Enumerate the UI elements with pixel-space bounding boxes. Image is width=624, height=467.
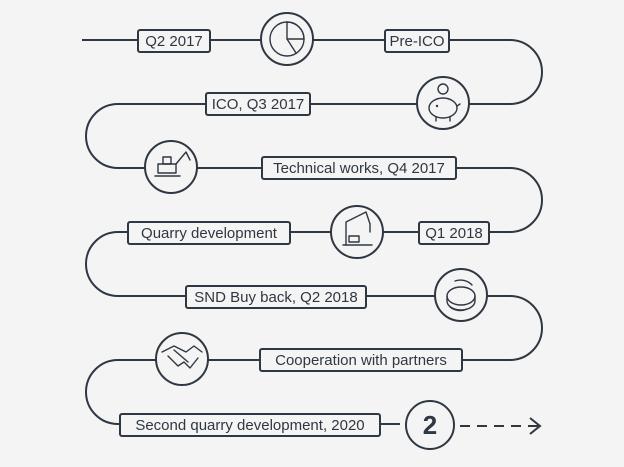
milestone-cooperation: Cooperation with partners bbox=[259, 348, 463, 372]
milestone-label: Technical works, Q4 2017 bbox=[273, 160, 445, 177]
final-marker: 2 bbox=[405, 400, 455, 450]
milestone-quarry-development: Quarry development bbox=[127, 221, 291, 245]
coin-exchange-icon bbox=[434, 268, 488, 322]
pie-chart-icon bbox=[260, 12, 314, 66]
milestone-pre-ico: Pre-ICO bbox=[384, 29, 450, 53]
milestone-label: ICO, Q3 2017 bbox=[212, 96, 305, 113]
milestone-q2-2017: Q2 2017 bbox=[137, 29, 211, 53]
milestone-ico-q3-2017: ICO, Q3 2017 bbox=[205, 92, 311, 116]
handshake-icon bbox=[155, 332, 209, 386]
milestone-label: Quarry development bbox=[141, 225, 278, 242]
milestone-q1-2018: Q1 2018 bbox=[418, 221, 490, 245]
milestone-label: SND Buy back, Q2 2018 bbox=[194, 289, 357, 306]
milestone-label: Second quarry development, 2020 bbox=[135, 417, 364, 434]
arrow-head bbox=[529, 417, 542, 435]
milestone-technical-works: Technical works, Q4 2017 bbox=[261, 156, 457, 180]
piggy-bank-icon bbox=[416, 76, 470, 130]
excavator-icon bbox=[144, 140, 198, 194]
milestone-label: Cooperation with partners bbox=[275, 352, 447, 369]
final-marker-label: 2 bbox=[423, 410, 437, 440]
crane-icon bbox=[330, 205, 384, 259]
milestone-second-quarry: Second quarry development, 2020 bbox=[119, 413, 381, 437]
milestone-label: Q2 2017 bbox=[145, 33, 203, 50]
milestone-snd-buy-back: SND Buy back, Q2 2018 bbox=[185, 285, 367, 309]
milestone-label: Q1 2018 bbox=[425, 225, 483, 242]
milestone-label: Pre-ICO bbox=[389, 33, 444, 50]
